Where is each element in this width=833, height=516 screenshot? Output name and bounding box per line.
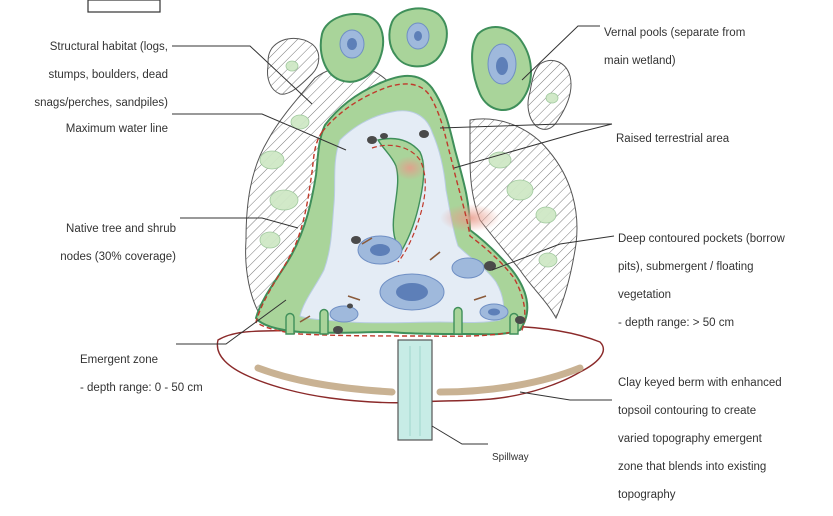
spillway — [398, 340, 432, 440]
label-vernal-pools: Vernal pools (separate from main wetland… — [604, 12, 804, 82]
legend-box — [88, 0, 160, 12]
label-raised-terrestrial: Raised terrestrial area — [616, 118, 816, 160]
raised-area-glow-2 — [440, 204, 500, 232]
label-emergent-zone: Emergent zone - depth range: 0 - 50 cm — [80, 339, 250, 409]
label-native-tree-shrub: Native tree and shrub nodes (30% coverag… — [0, 208, 176, 278]
label-spillway: Spillway — [492, 437, 572, 479]
label-clay-berm: Clay keyed berm with enhanced topsoil co… — [618, 362, 830, 516]
label-maximum-water-line: Maximum water line — [0, 108, 168, 150]
raised-area-glow-1 — [394, 156, 426, 180]
label-deep-pockets: Deep contoured pockets (borrow pits), su… — [618, 218, 830, 344]
